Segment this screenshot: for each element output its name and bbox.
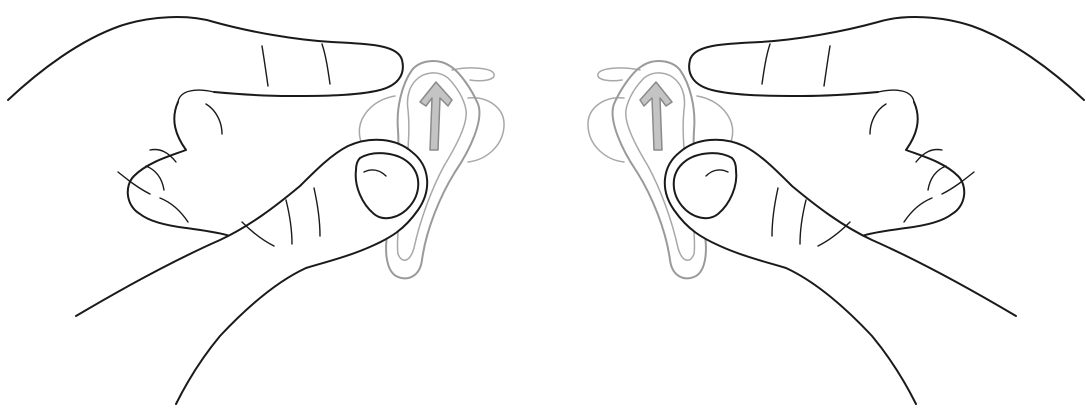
left-up-arrow-icon <box>420 82 452 150</box>
left-hand-icon <box>8 17 427 404</box>
right-hand-earbud-panel <box>588 17 1084 404</box>
left-hand-earbud-panel <box>8 17 504 404</box>
right-hand-icon <box>665 17 1084 404</box>
right-up-arrow-icon <box>640 82 672 150</box>
